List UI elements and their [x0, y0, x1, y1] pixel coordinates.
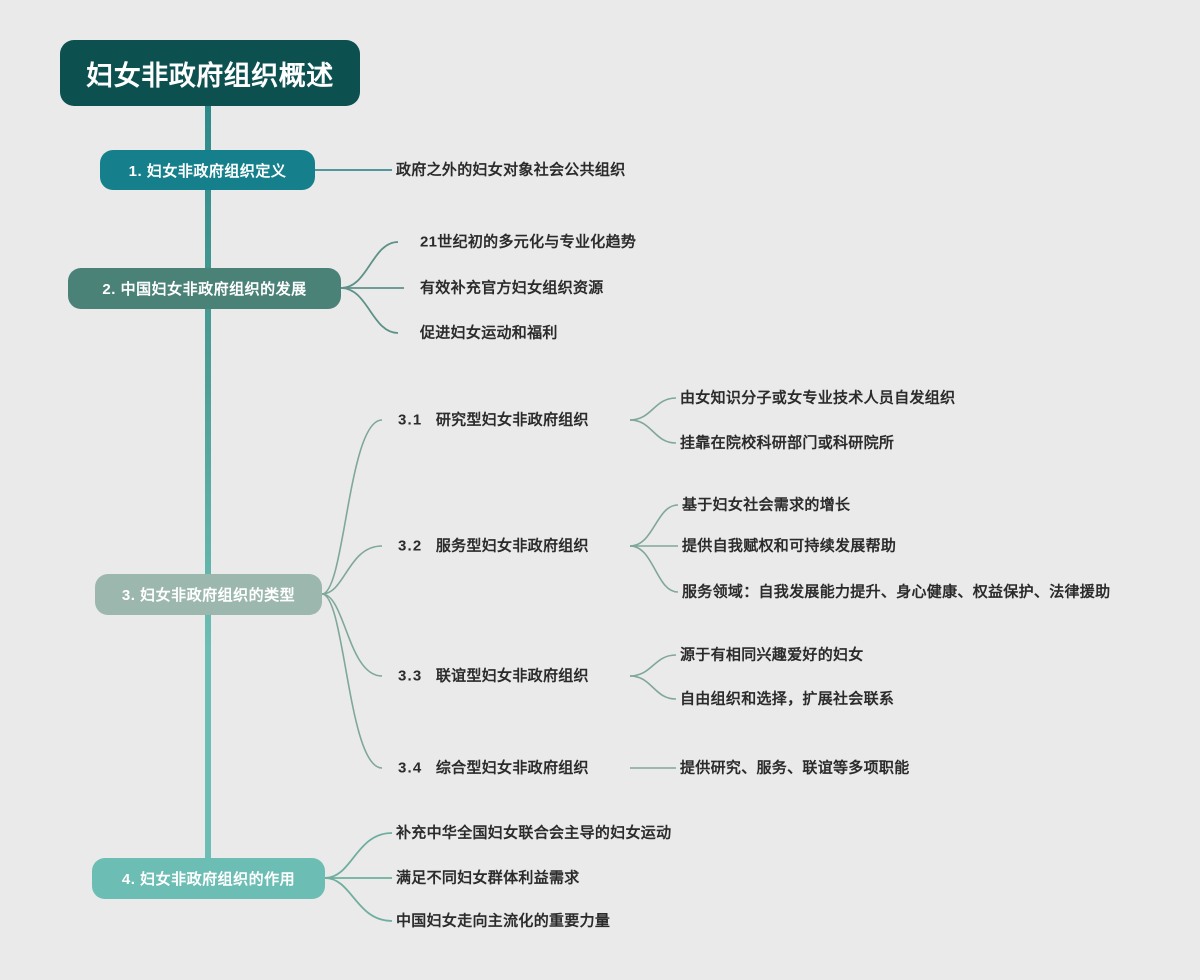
- branch-node-2-label: 2. 中国妇女非政府组织的发展: [102, 281, 307, 298]
- branch-node-2[interactable]: 2. 中国妇女非政府组织的发展: [68, 268, 341, 309]
- link-b2-leaf-2: [340, 287, 399, 334]
- link-b3-sub-1: [321, 545, 383, 595]
- sub-branch-3-3-label: 联谊型妇女非政府组织: [435, 667, 589, 685]
- root-node-label: 妇女非政府组织概述: [86, 60, 334, 91]
- sub-branch-3-4[interactable]: 3.4 综合型妇女非政府组织: [398, 761, 589, 776]
- leaf-b3-2-0: 基于妇女社会需求的增长: [682, 496, 851, 514]
- sub-branch-3-3-number: 3.3: [398, 667, 423, 685]
- leaf-b1-0: 政府之外的妇女对象社会公共组织: [396, 161, 626, 179]
- link-b3-1-leaf-1: [629, 419, 677, 444]
- trunk-line: [205, 104, 211, 879]
- leaf-b3-3-1: 自由组织和选择，扩展社会联系: [680, 690, 895, 708]
- branch-node-3[interactable]: 3. 妇女非政府组织的类型: [95, 574, 322, 615]
- leaf-b4-2: 中国妇女走向主流化的重要力量: [396, 912, 611, 930]
- leaf-b3-2-2: 服务领域：自我发展能力提升、身心健康、权益保护、法律援助: [682, 583, 1111, 601]
- link-b3-2-leaf-0: [629, 504, 679, 547]
- link-b3-1-leaf-0: [629, 397, 677, 421]
- leaf-b3-1-1: 挂靠在院校科研部门或科研院所: [680, 434, 895, 452]
- branch-node-3-label: 3. 妇女非政府组织的类型: [121, 587, 296, 604]
- sub-branch-3-1-number: 3.1: [398, 411, 423, 429]
- sub-branch-3-3[interactable]: 3.3 联谊型妇女非政府组织: [398, 669, 589, 684]
- branch-node-4[interactable]: 4. 妇女非政府组织的作用: [92, 858, 325, 899]
- leaf-b3-3-0: 源于有相同兴趣爱好的妇女: [680, 646, 864, 664]
- link-b3-sub-0: [321, 419, 383, 595]
- sub-branch-3-2[interactable]: 3.2 服务型妇女非政府组织: [398, 539, 589, 554]
- leaf-b3-1-0: 由女知识分子或女专业技术人员自发组织: [680, 389, 956, 407]
- leaf-b4-0: 补充中华全国妇女联合会主导的妇女运动: [396, 824, 672, 842]
- sub-branch-3-2-number: 3.2: [398, 537, 423, 555]
- branch-node-1-label: 1. 妇女非政府组织定义: [128, 162, 287, 180]
- leaf-b4-1: 满足不同妇女群体利益需求: [396, 869, 580, 887]
- branch-node-4-label: 4. 妇女非政府组织的作用: [121, 871, 296, 888]
- branch-node-1[interactable]: 1. 妇女非政府组织定义: [100, 150, 315, 190]
- sub-branch-3-1-label: 研究型妇女非政府组织: [435, 411, 589, 429]
- sub-branch-3-2-label: 服务型妇女非政府组织: [435, 537, 589, 555]
- link-b3-2-leaf-2: [629, 545, 679, 593]
- link-b4-leaf-2: [324, 877, 393, 922]
- link-b3-3-leaf-1: [629, 675, 677, 700]
- link-b2-leaf-0: [340, 241, 399, 289]
- root-node[interactable]: 妇女非政府组织概述: [60, 40, 360, 106]
- leaf-b2-2: 促进妇女运动和福利: [420, 324, 558, 342]
- leaf-b2-0: 21世纪初的多元化与专业化趋势: [420, 233, 637, 251]
- leaf-b3-2-1: 提供自我赋权和可持续发展帮助: [682, 537, 897, 555]
- link-b3-sub-2: [321, 593, 383, 677]
- sub-branch-3-1[interactable]: 3.1 研究型妇女非政府组织: [398, 413, 589, 428]
- sub-branch-3-4-number: 3.4: [398, 759, 423, 777]
- leaf-b2-1: 有效补充官方妇女组织资源: [420, 279, 604, 297]
- sub-branch-3-4-label: 综合型妇女非政府组织: [435, 759, 589, 777]
- link-b3-3-leaf-0: [629, 654, 677, 677]
- link-b3-sub-3: [321, 593, 383, 769]
- leaf-b3-4-0: 提供研究、服务、联谊等多项职能: [680, 759, 910, 777]
- link-b4-leaf-0: [324, 832, 393, 879]
